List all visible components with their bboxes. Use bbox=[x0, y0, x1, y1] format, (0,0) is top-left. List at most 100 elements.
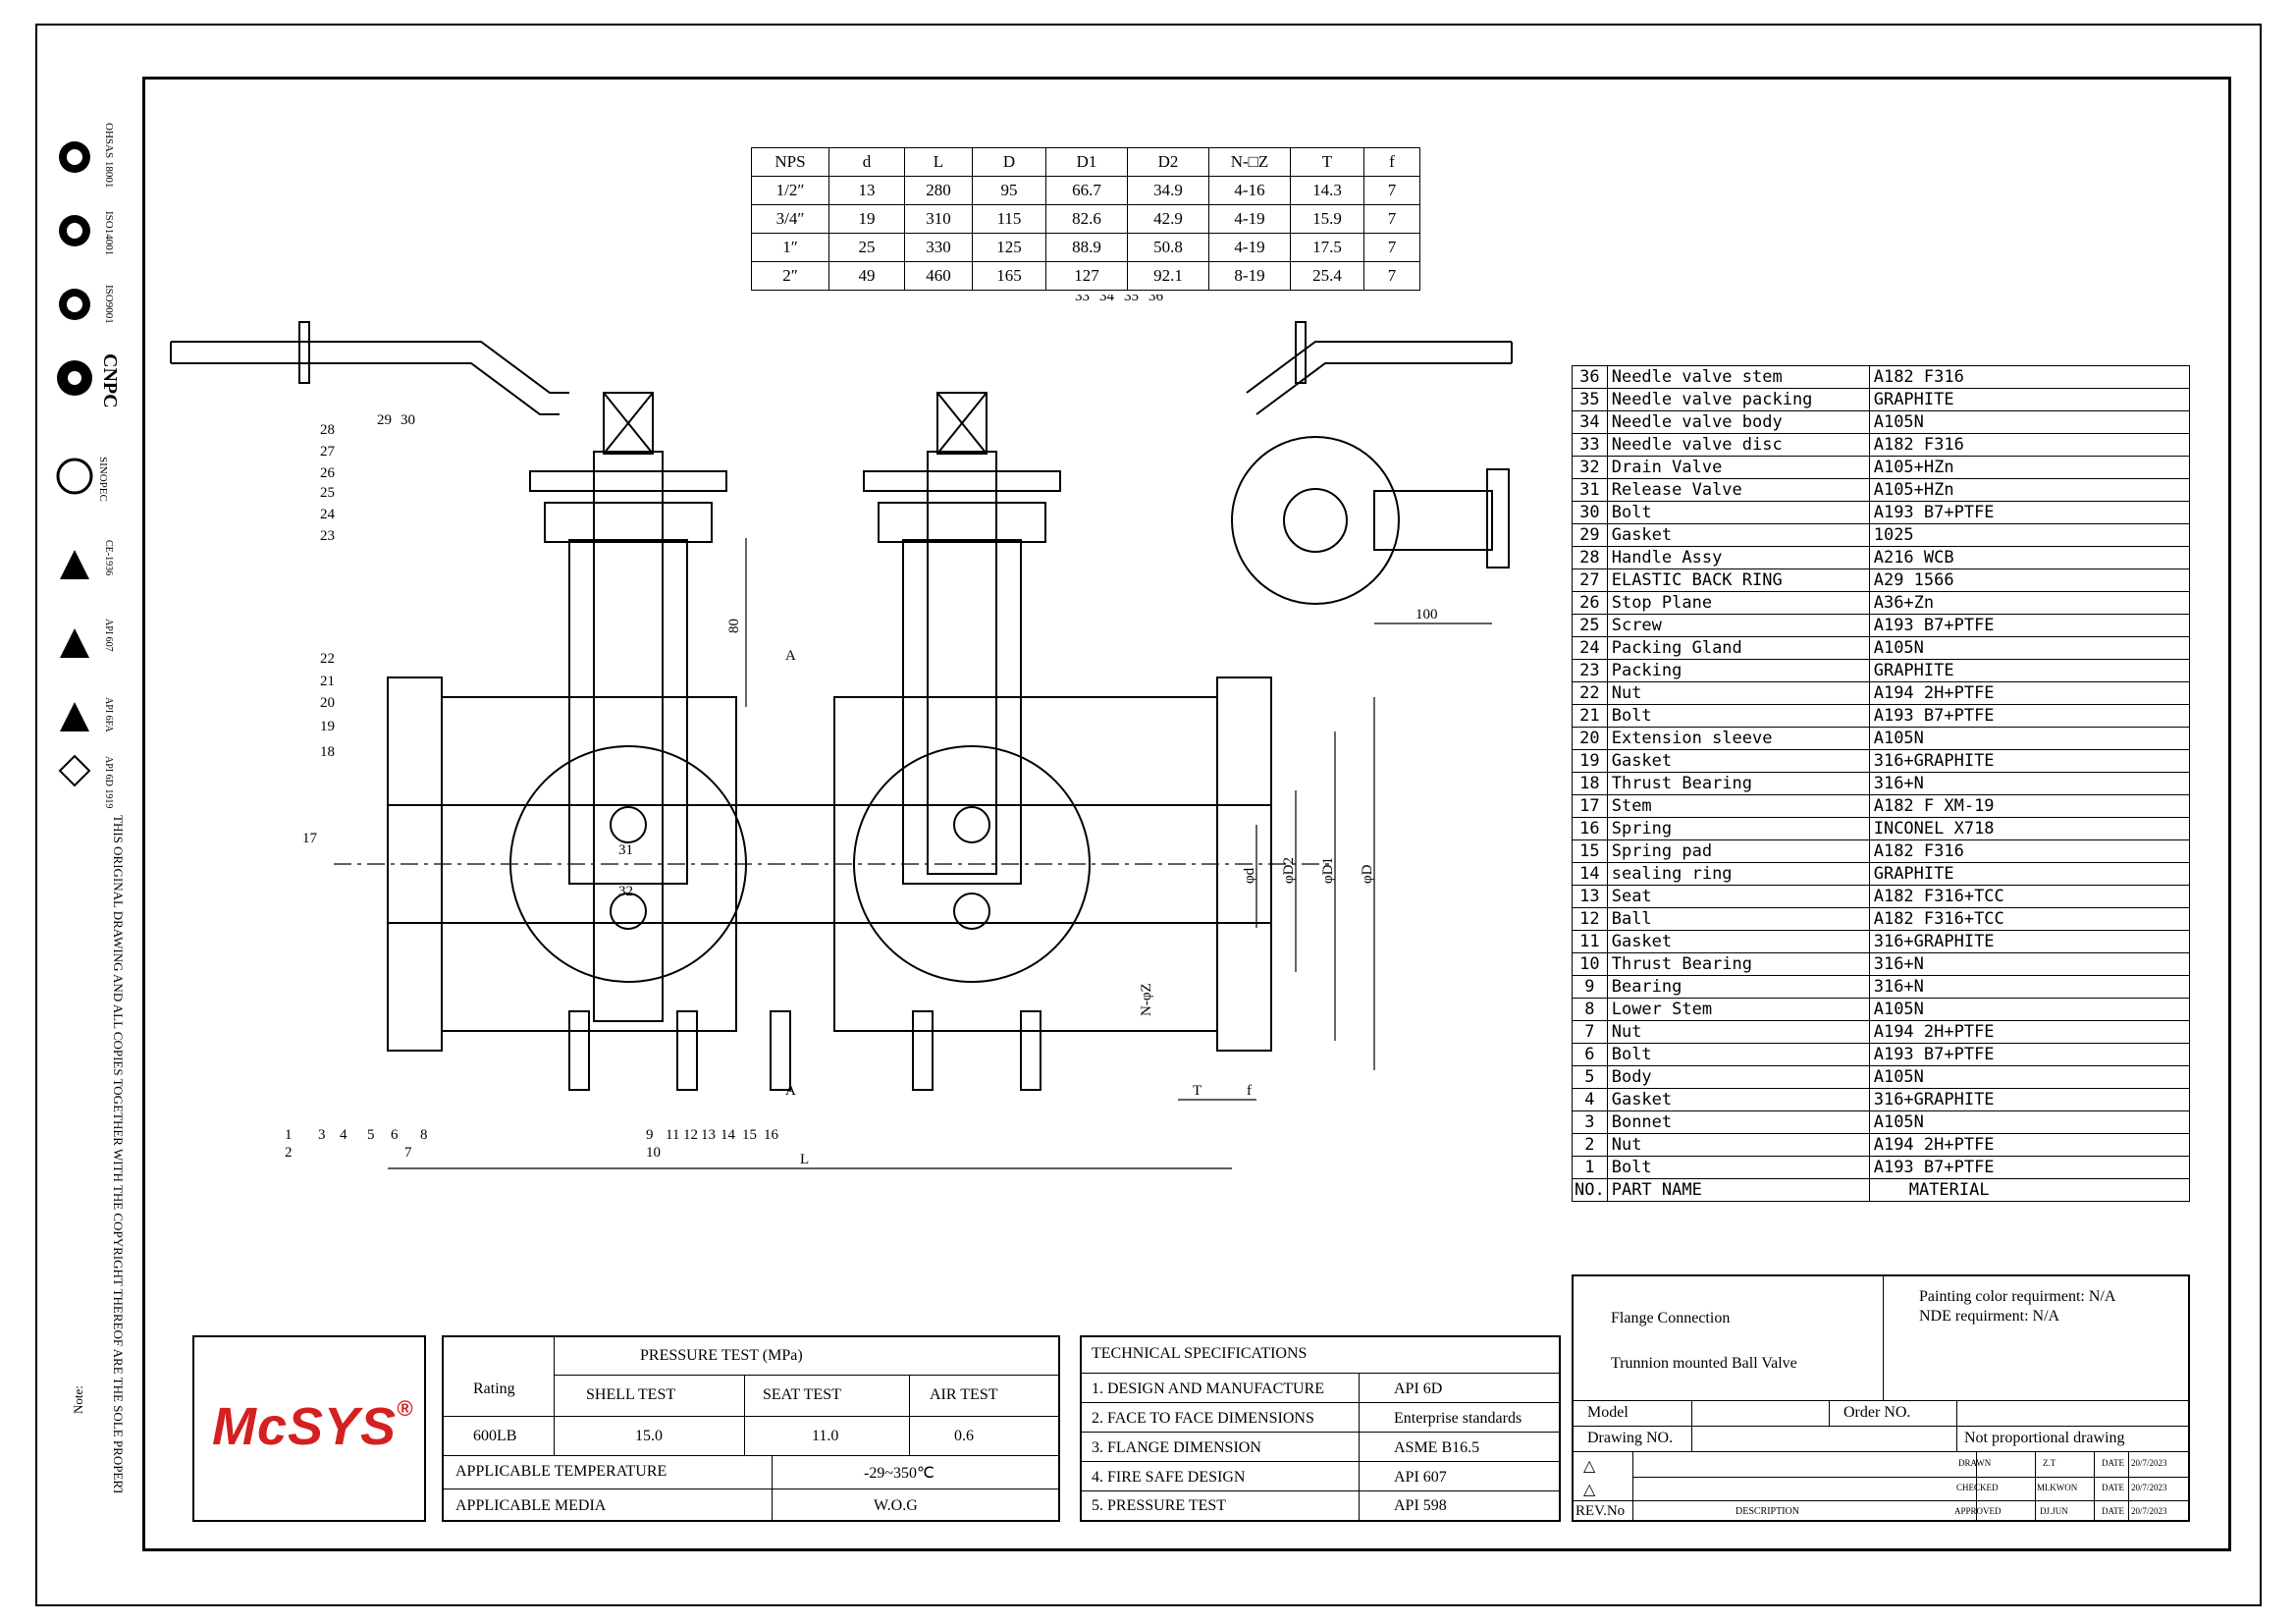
bom-footer-name: PART NAME bbox=[1606, 1178, 1870, 1202]
part-label: 6 bbox=[391, 1127, 399, 1143]
cell: 50.8 bbox=[1127, 233, 1209, 262]
bom-item-no: 16 bbox=[1572, 817, 1608, 840]
bom-item-no: 22 bbox=[1572, 681, 1608, 705]
cell: 7 bbox=[1363, 261, 1420, 291]
cell: 34.9 bbox=[1127, 176, 1209, 205]
bom-part-name: Gasket bbox=[1606, 1088, 1870, 1111]
part-label: 32 bbox=[618, 884, 633, 899]
revision-triangle-icon: △ bbox=[1583, 1480, 1596, 1498]
part-label: 17 bbox=[302, 831, 318, 846]
table-header: d bbox=[828, 147, 905, 177]
part-label: 31 bbox=[618, 842, 633, 858]
part-label: 13 bbox=[701, 1127, 716, 1143]
cell: 82.6 bbox=[1045, 204, 1128, 234]
checked-label: CHECKED bbox=[1956, 1483, 1999, 1492]
dim-D: φD bbox=[1360, 864, 1375, 884]
bom-item-no: 2 bbox=[1572, 1133, 1608, 1157]
spec-value: Enterprise standards bbox=[1394, 1410, 1522, 1427]
part-label: 2 bbox=[285, 1145, 293, 1161]
logo-box: McSYS® bbox=[192, 1335, 426, 1522]
bom-material: A193 B7+PTFE bbox=[1868, 501, 2191, 524]
bom-part-name: Handle Assy bbox=[1606, 546, 1870, 569]
bom-item-no: 9 bbox=[1572, 975, 1608, 999]
part-label: 18 bbox=[320, 744, 335, 760]
order-label: Order NO. bbox=[1843, 1404, 1911, 1421]
pressure-test-box: PRESSURE TEST (MPa) Rating 600LB SHELL T… bbox=[442, 1335, 1060, 1522]
cell: 42.9 bbox=[1127, 204, 1209, 234]
svg-text:API 6FA: API 6FA bbox=[103, 697, 114, 732]
media-value: W.O.G bbox=[874, 1497, 918, 1514]
bom-item-no: 31 bbox=[1572, 478, 1608, 502]
left-handle bbox=[170, 341, 569, 415]
cell: 14.3 bbox=[1290, 176, 1364, 205]
bom-material: A182 F316 bbox=[1868, 365, 2191, 389]
tech-spec-box: TECHNICAL SPECIFICATIONS 1. DESIGN AND M… bbox=[1080, 1335, 1561, 1522]
bom-item-no: 7 bbox=[1572, 1020, 1608, 1044]
drawn-label: DRAWN bbox=[1958, 1458, 1992, 1468]
bom-part-name: Body bbox=[1606, 1065, 1870, 1089]
left-handle-grip bbox=[298, 321, 310, 384]
cell: 7 bbox=[1363, 204, 1420, 234]
left-gland-plate bbox=[529, 470, 727, 492]
cell: 19 bbox=[828, 204, 905, 234]
nde-requirement: NDE requirment: N/A bbox=[1919, 1308, 2060, 1325]
bom-material: 316+GRAPHITE bbox=[1868, 749, 2191, 773]
bom-material: A182 F316+TCC bbox=[1868, 885, 2191, 908]
dim-T: T bbox=[1193, 1083, 1201, 1099]
cell: 4-19 bbox=[1208, 233, 1291, 262]
part-label: 23 bbox=[320, 528, 335, 544]
spec-value: ASME B16.5 bbox=[1394, 1439, 1480, 1456]
air-test-value: 0.6 bbox=[954, 1428, 974, 1444]
rating-value: 600LB bbox=[473, 1428, 517, 1444]
part-label: 19 bbox=[320, 719, 335, 734]
needle-valve-detail bbox=[1231, 436, 1400, 605]
outer-border bbox=[35, 24, 2262, 1606]
seat-test-value: 11.0 bbox=[812, 1428, 839, 1444]
bom-item-no: 28 bbox=[1572, 546, 1608, 569]
bom-part-name: Gasket bbox=[1606, 749, 1870, 773]
cell: 7 bbox=[1363, 233, 1420, 262]
connection-type: Flange Connection bbox=[1611, 1310, 1731, 1326]
bom-material: A216 WCB bbox=[1868, 546, 2191, 569]
bom-material: A182 F XM-19 bbox=[1868, 794, 2191, 818]
dim-d: φd bbox=[1242, 867, 1257, 884]
part-label: 24 bbox=[320, 507, 336, 522]
bom-part-name: Seat bbox=[1606, 885, 1870, 908]
left-ball bbox=[509, 745, 747, 983]
bom-footer-material: MATERIAL bbox=[1868, 1178, 2191, 1202]
bom-material: A105+HZn bbox=[1868, 456, 2191, 479]
part-label: 14 bbox=[721, 1127, 736, 1143]
bom-item-no: 10 bbox=[1572, 952, 1608, 976]
part-label: 33 bbox=[1075, 295, 1090, 304]
bom-item-no: 36 bbox=[1572, 365, 1608, 389]
bom-part-name: Packing bbox=[1606, 659, 1870, 682]
tuv-ce-cert-icon: CE-1936 bbox=[60, 540, 114, 579]
table-header: f bbox=[1363, 147, 1420, 177]
cell: 66.7 bbox=[1045, 176, 1128, 205]
pressure-test-title: PRESSURE TEST (MPa) bbox=[640, 1347, 803, 1364]
bom-item-no: 26 bbox=[1572, 591, 1608, 615]
right-extension bbox=[902, 539, 1022, 885]
bom-part-name: Needle valve stem bbox=[1606, 365, 1870, 389]
cell: 25.4 bbox=[1290, 261, 1364, 291]
cell: 95 bbox=[972, 176, 1046, 205]
cell: 4-19 bbox=[1208, 204, 1291, 234]
valve-type: Trunnion mounted Ball Valve bbox=[1611, 1355, 1797, 1372]
drawing-geometry bbox=[170, 321, 1513, 1169]
certification-strip: OHSAS 18001 ISO14001 ISO9001 CNPC SINOPE… bbox=[56, 123, 124, 1492]
bom-part-name: Stop Plane bbox=[1606, 591, 1870, 615]
part-label: 4 bbox=[340, 1127, 347, 1143]
bom-item-no: 4 bbox=[1572, 1088, 1608, 1111]
dim-80: 80 bbox=[726, 619, 742, 633]
